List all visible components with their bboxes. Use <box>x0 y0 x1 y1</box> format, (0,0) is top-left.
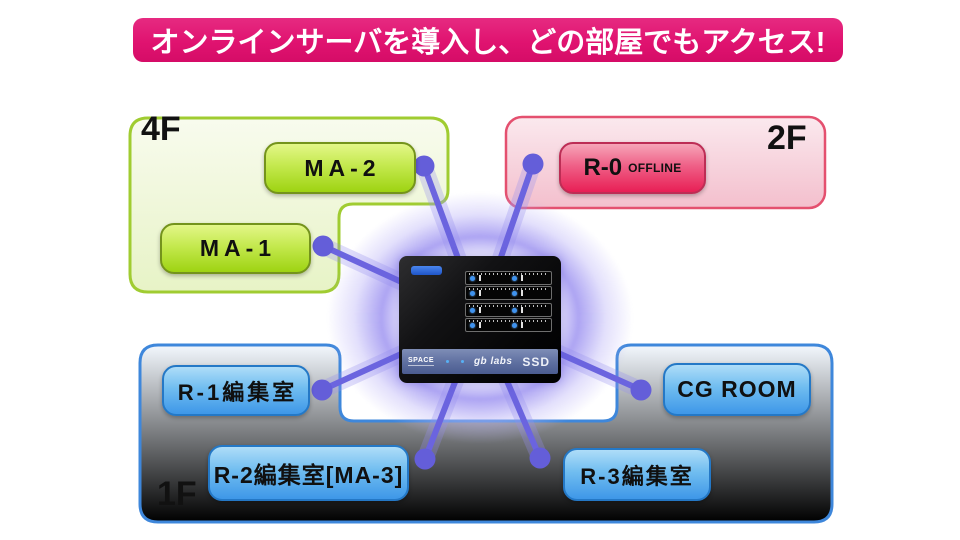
drive-bay <box>465 303 552 317</box>
room-label: R-1編集室 <box>177 379 298 405</box>
drive-latch <box>521 322 523 328</box>
drive-latch <box>479 307 481 313</box>
drive-latch <box>521 275 523 281</box>
room-button-ma1[interactable]: MA-1 <box>160 223 311 274</box>
vent-holes <box>469 305 548 307</box>
drive-led-icon <box>470 276 475 281</box>
link-dot-cg <box>630 379 652 401</box>
drive-latch <box>521 290 523 296</box>
drive-latch <box>521 307 523 313</box>
drive-bays <box>465 271 552 333</box>
drive-bay <box>465 271 552 285</box>
room-label: MA-1 <box>199 235 277 261</box>
drive-led-icon <box>512 323 517 328</box>
room-label: R-2編集室[MA-3] <box>213 462 404 488</box>
link-dot-r1 <box>311 379 333 401</box>
drive-latch <box>479 322 481 328</box>
link-dot-r3 <box>529 447 551 469</box>
floor-label-4f: 4F <box>141 110 181 148</box>
drive-led-icon <box>470 323 475 328</box>
floor-label-1f: 1F <box>157 475 197 513</box>
server-logo-label: gb labs <box>473 356 513 367</box>
room-label: R-0 <box>583 154 623 181</box>
server-brand-badge <box>411 266 442 275</box>
vent-holes <box>469 288 548 290</box>
status-led-icon <box>461 360 465 363</box>
server-ssd-label: SSD <box>522 354 550 369</box>
server-device: SPACE gb labs SSD <box>399 256 561 383</box>
drive-led-icon <box>512 291 517 296</box>
drive-led-icon <box>470 308 475 313</box>
drive-latch <box>479 275 481 281</box>
drive-bay <box>465 286 552 300</box>
drive-bay <box>465 318 552 332</box>
link-dot-ma2 <box>413 155 435 177</box>
offline-status-badge: OFFLINE <box>628 161 682 175</box>
room-label: R-3編集室 <box>580 463 694 489</box>
vent-holes <box>469 320 548 322</box>
server-brand-label: SPACE <box>408 357 435 366</box>
server-front-strip: SPACE gb labs SSD <box>402 349 558 374</box>
link-dot-r2 <box>414 448 436 470</box>
room-label: CG ROOM <box>677 376 797 402</box>
drive-led-icon <box>512 308 517 313</box>
vent-holes <box>469 273 548 275</box>
floor-label-2f: 2F <box>767 119 807 157</box>
link-dot-r0 <box>522 153 544 175</box>
room-button-r0[interactable]: R-0 OFFLINE <box>559 142 706 194</box>
room-button-cg[interactable]: CG ROOM <box>663 363 811 416</box>
room-button-r3[interactable]: R-3編集室 <box>563 448 711 501</box>
room-button-r1[interactable]: R-1編集室 <box>162 365 310 416</box>
drive-led-icon <box>512 276 517 281</box>
link-dot-ma1 <box>312 235 334 257</box>
room-label: MA-2 <box>304 154 381 181</box>
room-button-r2[interactable]: R-2編集室[MA-3] <box>208 445 409 501</box>
drive-latch <box>479 290 481 296</box>
status-led-icon <box>446 360 450 363</box>
drive-led-icon <box>470 291 475 296</box>
room-button-ma2[interactable]: MA-2 <box>264 142 416 194</box>
headline-banner: オンラインサーバを導入し、どの部屋でもアクセス! <box>133 18 843 62</box>
